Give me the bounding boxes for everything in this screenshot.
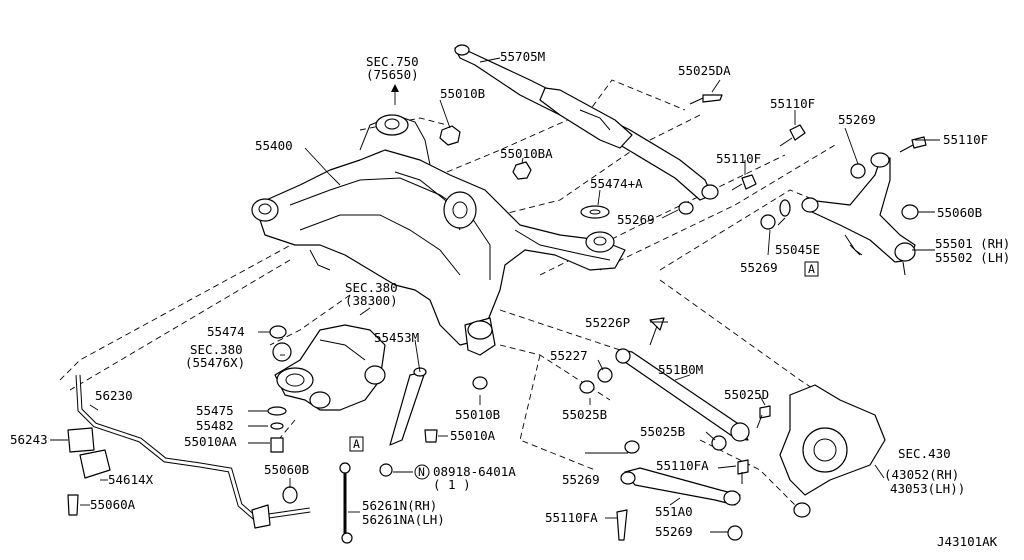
- label-55025B-a: 55025B: [562, 407, 607, 422]
- label-56261NA: 56261NA(LH): [362, 512, 445, 527]
- part-labels: SEC.750 (75650) 55705M 55025DA 55010B 55…: [10, 49, 1010, 549]
- label-55025D: 55025D: [724, 387, 769, 402]
- label-sec380-b: SEC.380: [190, 342, 243, 357]
- label-sec380-a: SEC.380: [345, 280, 398, 295]
- label-sec430: SEC.430: [898, 446, 951, 461]
- label-55269-e: 55269: [655, 524, 693, 539]
- marker-box-left: [349, 436, 364, 452]
- axle-housing: [779, 384, 886, 518]
- marker-A-right: A: [808, 262, 815, 276]
- label-sec430-lh: 43053(LH)): [890, 481, 965, 496]
- label-55226P: 55226P: [585, 315, 630, 330]
- rear-steering-actuator: [454, 44, 719, 201]
- label-56261N: 56261N(RH): [362, 498, 437, 513]
- label-55453M: 55453M: [374, 330, 419, 345]
- label-55060B-right: 55060B: [937, 205, 982, 220]
- label-55110FA-a: 55110FA: [656, 458, 709, 473]
- label-55475: 55475: [196, 403, 234, 418]
- label-55482: 55482: [196, 418, 234, 433]
- label-55400: 55400: [255, 138, 293, 153]
- label-551B0M: 551B0M: [658, 362, 703, 377]
- n-circle-label: N: [418, 465, 425, 479]
- label-56230: 56230: [95, 388, 133, 403]
- label-55060A: 55060A: [90, 497, 136, 512]
- label-55110FA-b: 55110FA: [545, 510, 598, 525]
- lateral-link: [615, 348, 750, 442]
- label-54614X: 54614X: [108, 472, 154, 487]
- fasteners: [67, 94, 927, 541]
- label-55474A: 55474+A: [590, 176, 643, 191]
- label-55110F-a: 55110F: [770, 96, 815, 111]
- label-55502: 55502 (LH): [935, 250, 1010, 265]
- label-55474: 55474: [207, 324, 245, 339]
- label-55010A: 55010A: [450, 428, 496, 443]
- label-55269-a: 55269: [838, 112, 876, 127]
- label-sec380-a-ref: (38300): [345, 293, 398, 308]
- rear-suspension-member: [251, 114, 626, 356]
- marker-box-right: [804, 261, 819, 277]
- label-55227: 55227: [550, 348, 588, 363]
- label-55705M: 55705M: [500, 49, 545, 64]
- label-55010BA: 55010BA: [500, 146, 553, 161]
- label-55045E: 55045E: [775, 242, 820, 257]
- label-55025B-b: 55025B: [640, 424, 685, 439]
- label-55010B-mid: 55010B: [455, 407, 500, 422]
- label-56243: 56243: [10, 432, 48, 447]
- label-sec380-b-ref: (55476X): [185, 355, 245, 370]
- label-55025DA: 55025DA: [678, 63, 731, 78]
- label-55269-b: 55269: [617, 212, 655, 227]
- label-08918: 08918-6401A: [433, 464, 516, 479]
- marker-A-left: A: [353, 437, 360, 451]
- upper-link: [801, 152, 916, 276]
- label-08918-qty: ( 1 ): [433, 477, 471, 492]
- differential: [272, 324, 386, 411]
- label-55010AA: 55010AA: [184, 434, 237, 449]
- label-55110F-b: 55110F: [943, 132, 988, 147]
- label-sec750-ref: (75650): [366, 67, 419, 82]
- label-sec750: SEC.750: [366, 54, 419, 69]
- label-55269-d: 55269: [562, 472, 600, 487]
- label-55269-c: 55269: [740, 260, 778, 275]
- label-55501: 55501 (RH): [935, 236, 1010, 251]
- label-551A0: 551A0: [655, 504, 693, 519]
- nut-55010B: [439, 125, 461, 146]
- label-sec430-rh: (43052(RH): [884, 467, 959, 482]
- stabilizer-connecting-rod: [339, 462, 353, 544]
- label-55060B-left: 55060B: [264, 462, 309, 477]
- n-circle-marker: [414, 464, 430, 480]
- label-55110F-c: 55110F: [716, 151, 761, 166]
- stabilizer-bar: [67, 374, 311, 529]
- lower-link: [620, 467, 741, 506]
- nut-55010BA: [512, 161, 532, 180]
- label-55010B-top: 55010B: [440, 86, 485, 101]
- diagram-code: J43101AK: [937, 534, 998, 549]
- leader-lines: [50, 57, 940, 533]
- link-rod: [389, 367, 427, 446]
